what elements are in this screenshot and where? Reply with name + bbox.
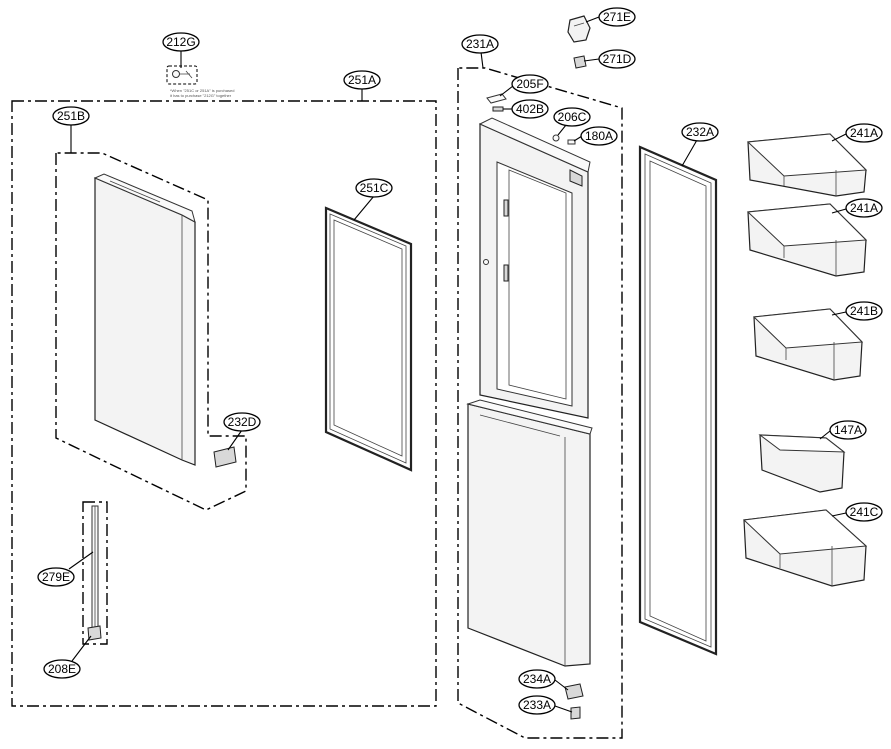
callout-241B-text: 241B: [850, 304, 878, 318]
callout-251C-text: 251C: [360, 181, 389, 195]
leader-233A: [554, 705, 573, 713]
part-231A-upper-door: [478, 117, 591, 419]
svg-text:it has to purchase "212G" toge: it has to purchase "212G" together: [170, 93, 232, 98]
callout-271D: 271D: [598, 49, 636, 69]
callout-402B: 402B: [511, 99, 549, 119]
callout-205F-text: 205F: [516, 77, 543, 91]
callout-212G: 212G: [162, 32, 200, 52]
callout-402B-text: 402B: [516, 102, 544, 116]
part-206C-screw: [552, 134, 560, 142]
leader-241A-1: [831, 133, 847, 142]
part-212G-screw-kit: *When "251C or 251A" is purchased it has…: [166, 65, 234, 98]
group-outline-251A: [11, 100, 437, 707]
callout-241A-lower-text: 241A: [850, 201, 878, 215]
callout-251B: 251B: [52, 106, 90, 126]
part-241C-door-bin: [742, 509, 868, 587]
callout-208E-text: 208E: [48, 662, 76, 676]
leader-271E: [585, 16, 600, 23]
group-outline-279E: [82, 501, 108, 645]
leader-251C: [353, 195, 375, 221]
group-outline-251B: [55, 152, 247, 511]
callout-233A: 233A: [518, 695, 556, 715]
callout-206C: 206C: [553, 107, 591, 127]
callout-231A: 231A: [461, 34, 499, 54]
part-234A-hinge-bracket: [564, 683, 584, 700]
callout-251A-text: 251A: [348, 73, 376, 87]
callout-180A-text: 180A: [585, 129, 613, 143]
callout-232A-text: 232A: [686, 125, 714, 139]
leader-241B: [831, 311, 847, 316]
callout-231A-text: 231A: [466, 37, 494, 51]
callout-271E-text: 271E: [603, 10, 631, 24]
callout-234A-text: 234A: [523, 672, 551, 686]
callout-279E: 279E: [37, 567, 75, 587]
callout-232D-text: 232D: [228, 415, 257, 429]
callout-212G-text: 212G: [166, 35, 195, 49]
group-outline-231A: [457, 67, 623, 739]
callout-279E-text: 279E: [42, 570, 70, 584]
leader-241C: [831, 512, 847, 517]
part-271D-hinge: [573, 55, 587, 69]
svg-text:*When "251C or 251A" is purcha: *When "251C or 251A" is purchased: [170, 88, 234, 93]
part-251C-gasket: [324, 206, 413, 472]
part-180A-screw: [567, 139, 576, 145]
leader-147A: [819, 430, 831, 440]
callout-208E: 208E: [43, 659, 81, 679]
part-232D-pad: [213, 446, 237, 468]
part-233A-hinge-pin: [570, 706, 581, 720]
leader-205F: [499, 85, 514, 97]
callout-241A-lower: 241A: [845, 198, 883, 218]
callout-205F: 205F: [511, 74, 549, 94]
part-402B-pin: [492, 106, 504, 112]
part-251B-door-panel: [93, 173, 196, 466]
callout-241A-upper: 241A: [845, 123, 883, 143]
callout-241B: 241B: [845, 301, 883, 321]
callout-206C-text: 206C: [558, 110, 587, 124]
callout-271D-text: 271D: [603, 52, 632, 66]
leader-208E: [71, 635, 92, 662]
callout-271E: 271E: [598, 7, 636, 27]
callout-234A: 234A: [518, 669, 556, 689]
callout-147A: 147A: [829, 420, 867, 440]
callout-233A-text: 233A: [523, 698, 551, 712]
callout-180A: 180A: [580, 126, 618, 146]
leader-232D: [227, 429, 243, 451]
callout-251B-text: 251B: [57, 109, 85, 123]
leader-206C: [557, 124, 567, 136]
part-231A-lower-door: [466, 399, 593, 667]
leader-271D: [583, 58, 600, 62]
part-241B-door-bin: [752, 308, 864, 381]
leader-231A: [480, 51, 484, 69]
leader-232A: [681, 139, 698, 167]
callout-232D: 232D: [223, 412, 261, 432]
callout-241C-text: 241C: [850, 505, 879, 519]
callout-232A: 232A: [681, 122, 719, 142]
part-241A-door-bin-lower: [746, 203, 868, 277]
leader-241A-2: [831, 208, 847, 214]
part-241A-door-bin-upper: [746, 133, 868, 197]
callout-251A: 251A: [343, 70, 381, 90]
part-205F-cap: [486, 93, 507, 104]
part-279E-rail: [91, 505, 99, 631]
callout-241A-upper-text: 241A: [850, 126, 878, 140]
part-271E-hinge-cover: [567, 15, 591, 43]
part-232A-gasket: [638, 145, 718, 656]
leader-279E: [68, 551, 94, 570]
leader-234A: [554, 679, 569, 691]
callout-241C: 241C: [845, 502, 883, 522]
callout-147A-text: 147A: [834, 423, 862, 437]
callout-251C: 251C: [355, 178, 393, 198]
part-147A-door-bin: [758, 434, 846, 493]
